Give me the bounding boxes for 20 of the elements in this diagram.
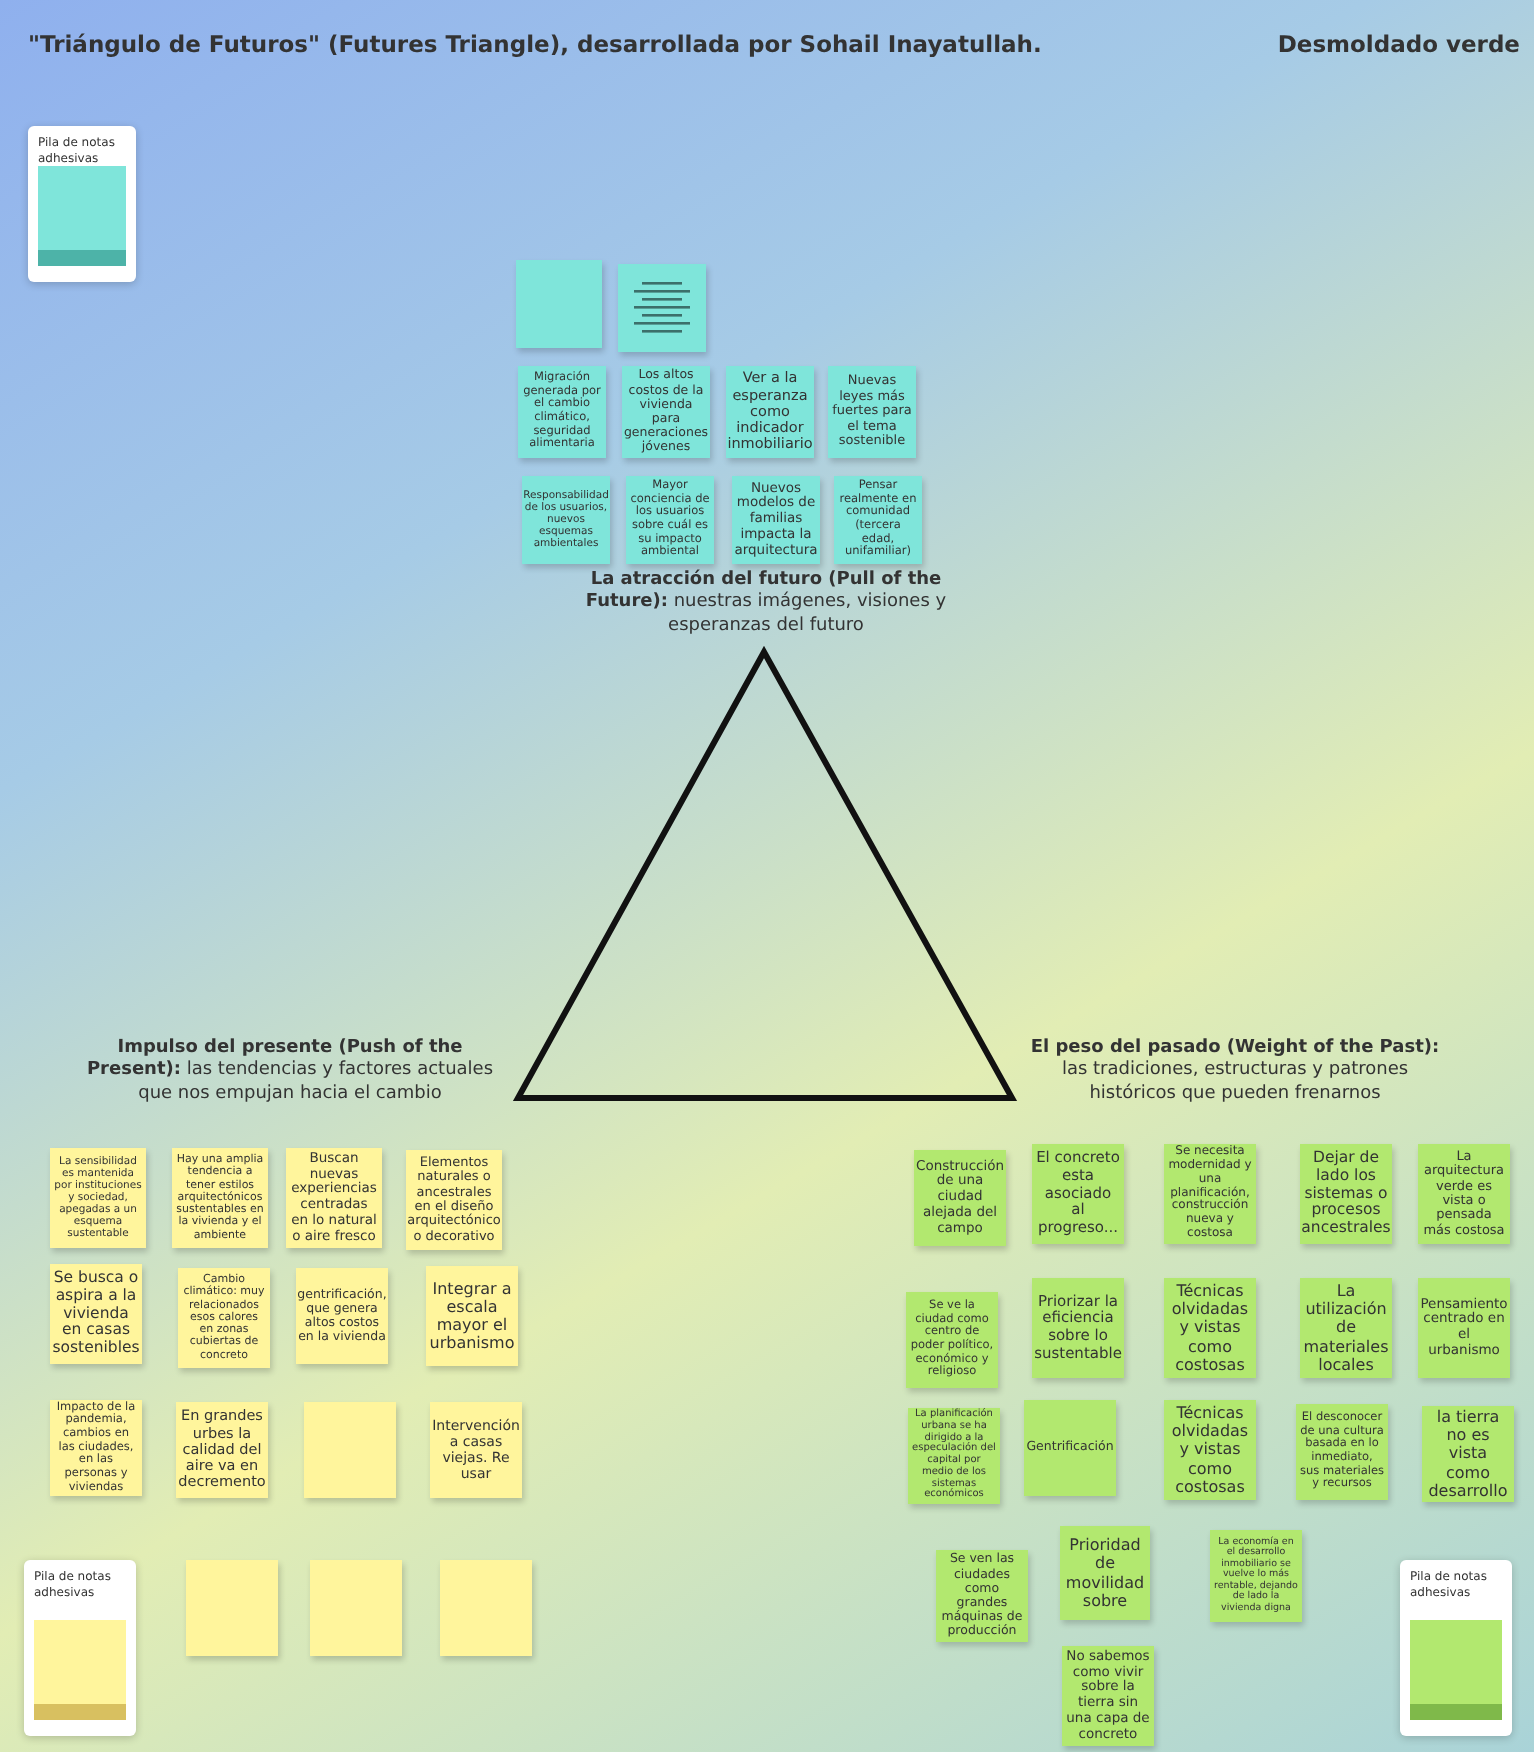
- sticky-note: La utilización de materiales locales: [1300, 1278, 1392, 1378]
- blank-sticky-note: [618, 264, 706, 352]
- section-heading: Impulso del presente (Push of the Present): las tendencias y factores actuales que nos empujan hacia el cambio: [84, 1038, 496, 1106]
- sticky-pad-card: [28, 126, 136, 282]
- sticky-note: Prioridad de movilidad sobre: [1060, 1526, 1150, 1620]
- section-heading: La atracción del futuro (Pull of the Future): nuestras imágenes, visiones y esperanzas del futuro: [583, 570, 949, 638]
- title: "Triángulo de Futuros" (Futures Triangle), desarrollada por Sohail Inayatullah.: [28, 30, 1042, 59]
- blank-sticky-note: [516, 260, 602, 348]
- sticky-pad-card: [24, 1560, 136, 1736]
- subtitle: Desmoldado verde: [1275, 30, 1520, 59]
- sticky-note: la tierra no es vista como desarrollo: [1422, 1406, 1514, 1502]
- section-heading: El peso del pasado (Weight of the Past): las tradiciones, estructuras y patrones históricos que pueden frenarnos: [1028, 1038, 1442, 1106]
- blank-sticky-note: [310, 1560, 402, 1656]
- blank-sticky-note: [186, 1560, 278, 1656]
- sticky-note: Integrar a escala mayor el urbanismo: [426, 1266, 518, 1366]
- sticky-note: Técnicas olvidadas y vistas como costosas: [1164, 1278, 1256, 1378]
- blank-sticky-note: [304, 1402, 396, 1498]
- sticky-pad-card: [1400, 1560, 1512, 1736]
- sticky-note: Técnicas olvidadas y vistas como costosas: [1164, 1400, 1256, 1500]
- blank-sticky-note: [440, 1560, 532, 1656]
